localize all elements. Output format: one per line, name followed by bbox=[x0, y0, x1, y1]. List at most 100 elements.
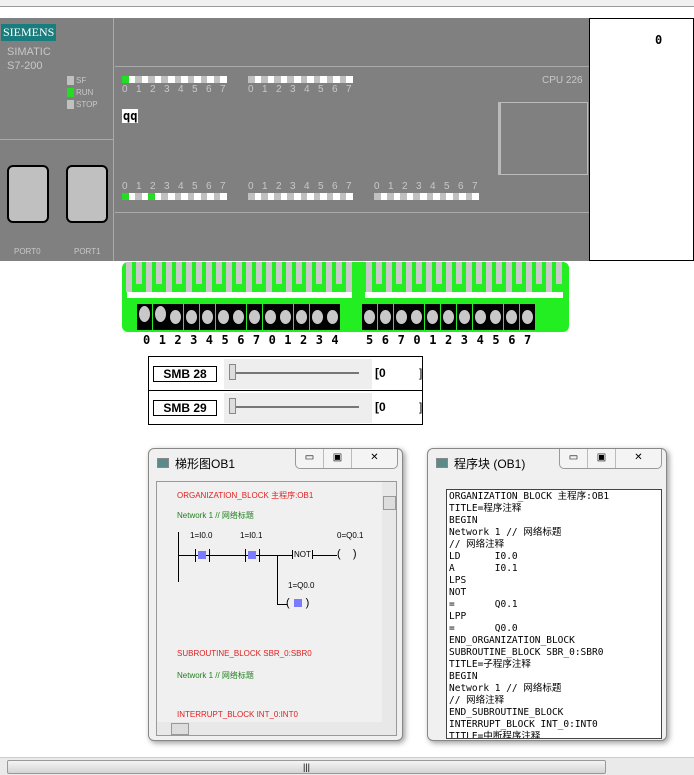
terminal-switch[interactable] bbox=[215, 304, 231, 330]
code-line: Network 1 // 网络标题 bbox=[449, 527, 562, 538]
terminal-switch[interactable] bbox=[309, 304, 325, 330]
bit-led bbox=[148, 76, 155, 83]
scrollbar-thumb[interactable]: ||| bbox=[7, 760, 606, 774]
maximize-button[interactable]: ▣ bbox=[588, 449, 616, 468]
bit-row bbox=[248, 76, 353, 83]
code-line: TITLE=中断程序注释 bbox=[449, 731, 541, 739]
code-line: SUBROUTINE_BLOCK SBR_0:SBR0 bbox=[449, 647, 604, 658]
vertical-scrollbar[interactable] bbox=[382, 482, 396, 722]
terminal-switch[interactable] bbox=[294, 304, 309, 330]
terminal-label: 4 bbox=[476, 333, 484, 347]
terminal-pin bbox=[326, 262, 332, 292]
bit-number: 1 bbox=[136, 181, 142, 192]
bit-gap bbox=[167, 76, 175, 83]
ladder-window: 梯形图OB1 ▭ ▣ ✕ ORGANIZATION_BLOCK 主程序:OB1 … bbox=[148, 448, 403, 741]
terminal-pin bbox=[516, 262, 522, 284]
main-horizontal-scrollbar[interactable]: ||| bbox=[0, 757, 694, 775]
terminal-label: 3 bbox=[460, 333, 469, 347]
bit-number: 7 bbox=[220, 84, 226, 95]
switch-knob bbox=[411, 310, 423, 324]
port0-connector[interactable] bbox=[7, 165, 49, 223]
bit-led bbox=[300, 76, 308, 83]
contact-i01-on[interactable] bbox=[248, 551, 256, 559]
bit-number: 0 bbox=[374, 181, 380, 192]
bit-led bbox=[313, 76, 321, 83]
minimize-button[interactable]: ▭ bbox=[560, 449, 588, 468]
terminal-switch[interactable] bbox=[362, 304, 377, 330]
bit-gap bbox=[320, 193, 327, 200]
terminal-pin bbox=[256, 262, 262, 284]
terminal-switch[interactable] bbox=[262, 304, 278, 330]
terminal-switch[interactable] bbox=[393, 304, 409, 330]
switch-knob bbox=[522, 310, 533, 324]
terminal-pin bbox=[286, 262, 292, 292]
terminal-switch[interactable] bbox=[425, 304, 441, 330]
contact-i00-label: 1=I0.0 bbox=[190, 531, 213, 540]
led-label: RUN bbox=[76, 88, 94, 97]
terminal-switch[interactable] bbox=[325, 304, 341, 330]
terminal-switch[interactable] bbox=[184, 304, 200, 330]
bit-led bbox=[274, 193, 281, 200]
terminal-switch[interactable] bbox=[488, 304, 504, 330]
bit-number: 2 bbox=[276, 84, 282, 95]
bit-number: 4 bbox=[178, 181, 184, 192]
bit-number: 6 bbox=[206, 181, 212, 192]
switch-knob bbox=[170, 310, 182, 324]
terminal-switch[interactable] bbox=[152, 304, 168, 330]
slider-thumb[interactable] bbox=[229, 398, 236, 414]
bit-gap bbox=[433, 193, 440, 200]
terminal-switch[interactable] bbox=[137, 304, 152, 330]
terminal-label: 1 bbox=[284, 333, 292, 347]
terminal-switch[interactable] bbox=[377, 304, 393, 330]
bit-number: 7 bbox=[472, 181, 478, 192]
bit-gap bbox=[254, 193, 262, 200]
terminal-switch[interactable] bbox=[278, 304, 294, 330]
bit-led bbox=[122, 76, 129, 83]
display-text: qq bbox=[122, 109, 139, 123]
terminal-switch[interactable] bbox=[441, 304, 456, 330]
terminal-switch[interactable] bbox=[504, 304, 520, 330]
terminal-switch[interactable] bbox=[472, 304, 488, 330]
switch-knob bbox=[443, 310, 454, 324]
terminal-label: 6 bbox=[381, 333, 390, 347]
close-button[interactable]: ✕ bbox=[370, 452, 379, 463]
cpu-label: CPU 226 bbox=[542, 75, 583, 86]
close-button[interactable]: ✕ bbox=[634, 452, 643, 463]
bit-led bbox=[313, 193, 321, 200]
port1-connector[interactable] bbox=[66, 165, 108, 223]
horizontal-scrollbar[interactable] bbox=[157, 722, 396, 735]
maximize-button[interactable]: ▣ bbox=[324, 449, 352, 468]
bit-led bbox=[274, 76, 281, 83]
coil-q01[interactable]: ( ) bbox=[337, 548, 357, 560]
terminal-pin bbox=[446, 262, 452, 292]
contact-i00-on[interactable] bbox=[198, 551, 206, 559]
switch-knob bbox=[264, 310, 276, 324]
slider-thumb[interactable] bbox=[229, 364, 236, 380]
status-led-stop: STOP bbox=[67, 100, 98, 109]
terminal-switch[interactable] bbox=[409, 304, 425, 330]
terminal-switch[interactable] bbox=[246, 304, 262, 330]
coil-q00-label: 1=Q0.0 bbox=[288, 581, 315, 590]
terminal-switch[interactable] bbox=[168, 304, 184, 330]
terminal-pin bbox=[406, 262, 412, 292]
smb28-slider[interactable] bbox=[224, 359, 372, 389]
terminal-switch[interactable] bbox=[231, 304, 247, 330]
bit-led bbox=[261, 76, 268, 83]
bit-gap bbox=[128, 193, 136, 200]
bit-led bbox=[287, 76, 294, 83]
bit-gap bbox=[307, 193, 314, 200]
minimize-button[interactable]: ▭ bbox=[296, 449, 324, 468]
terminal-label: 7 bbox=[524, 333, 532, 347]
terminal-switch[interactable] bbox=[199, 304, 215, 330]
bit-led bbox=[174, 193, 182, 200]
coil-q00[interactable]: ( ) bbox=[286, 597, 309, 609]
smb29-slider[interactable] bbox=[224, 393, 372, 423]
terminal-switch[interactable] bbox=[456, 304, 472, 330]
terminal-switch[interactable] bbox=[520, 304, 535, 330]
bit-number: 0 bbox=[248, 84, 254, 95]
bit-gap bbox=[346, 76, 353, 83]
